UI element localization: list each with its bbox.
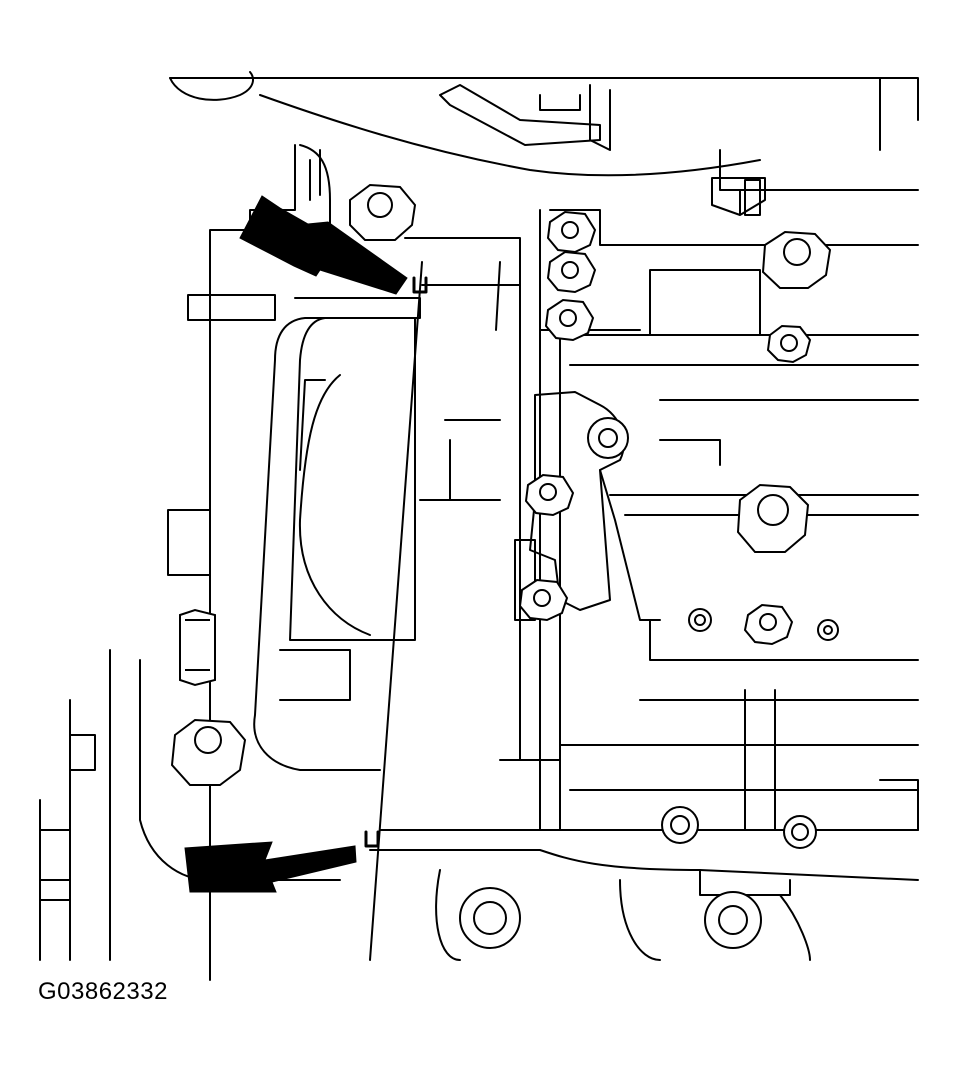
cover-plate-right-edge [496, 262, 520, 760]
bolt-top-left [350, 185, 415, 240]
upper-notch [414, 278, 426, 292]
bolt-lower-right [784, 816, 816, 848]
top-left-boss [170, 72, 253, 100]
bolt-center-2 [520, 580, 567, 620]
frame-lower-plate [280, 650, 350, 700]
stud-right [818, 620, 838, 640]
crossbar-upper [570, 335, 918, 365]
lower-notch [366, 832, 378, 846]
right-housing-lower [640, 620, 918, 700]
center-bracket-lower [515, 540, 535, 620]
cover-plate-lower [380, 760, 560, 830]
left-housing-rib [310, 150, 320, 200]
boss-bottom-left [460, 888, 520, 948]
bolt-top-right [763, 232, 830, 288]
bolt-lower-center [662, 807, 698, 843]
upper-arrow [240, 196, 407, 294]
frame-window-curve [300, 375, 370, 635]
top-casting-edge [170, 78, 918, 150]
lower-casting-2 [436, 870, 660, 960]
lower-rib-2 [880, 780, 918, 830]
bolt-rail-3 [546, 300, 593, 340]
frame-outer [254, 298, 420, 770]
lower-right-frame [560, 745, 918, 790]
bolt-right-small [768, 326, 810, 362]
lower-left-steps [40, 735, 95, 900]
center-rail-inner [540, 330, 640, 820]
left-housing-inner [300, 145, 330, 240]
center-rail [540, 210, 918, 830]
right-block [660, 400, 918, 465]
top-clip [540, 85, 610, 150]
upper-frame-right [550, 210, 918, 245]
connector-left [180, 610, 215, 685]
stud-left [689, 609, 711, 631]
bolt-center-1 [526, 475, 573, 515]
bracket-eye [588, 418, 628, 458]
figure-caption: G03862332 [38, 978, 168, 1005]
boss-bottom-right [705, 892, 761, 948]
top-right-shelf [720, 150, 918, 190]
left-flange [188, 295, 275, 320]
bolt-center-large [738, 485, 808, 552]
top-bracket [440, 85, 600, 145]
bolt-lower-small [745, 605, 792, 644]
bolt-left-lower [172, 720, 245, 785]
center-bracket-arm [600, 470, 660, 620]
sensor-stud [712, 178, 765, 215]
lower-left-casting-2 [40, 650, 110, 960]
top-curve [260, 95, 760, 175]
frame-inner-window [290, 318, 415, 640]
bolt-rail-2 [548, 252, 595, 292]
upper-frame-window [650, 270, 760, 335]
lower-rib-1 [745, 690, 775, 830]
lower-arrow [185, 842, 356, 892]
lower-casting [370, 850, 918, 880]
frame-window-shade [300, 380, 325, 470]
cover-plate-detail [420, 420, 500, 500]
left-tab [168, 510, 210, 575]
cover-plate-top [405, 238, 520, 285]
bolt-rail-1 [548, 212, 595, 252]
sensor-thread [745, 180, 760, 215]
